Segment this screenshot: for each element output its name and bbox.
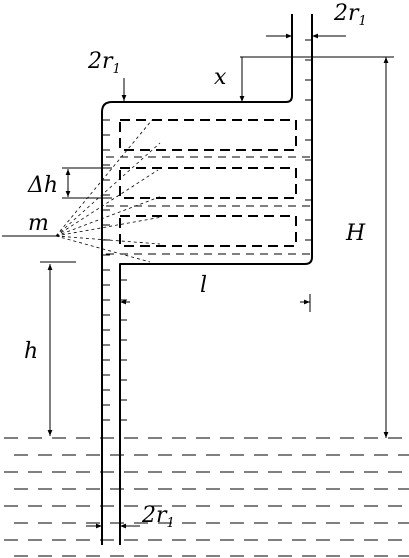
dimension-h bbox=[40, 261, 76, 436]
tube-scale-ticks bbox=[102, 39, 312, 421]
ray-fan bbox=[55, 119, 163, 263]
label-H: H bbox=[345, 221, 366, 246]
water-surface bbox=[4, 437, 409, 557]
channel-fill-lines bbox=[106, 156, 310, 255]
label-tube-bottom-width: 2r1 bbox=[141, 503, 175, 531]
label-m: m bbox=[28, 211, 49, 236]
dimension-delta-h bbox=[62, 167, 112, 199]
label-x: x bbox=[214, 65, 227, 90]
dimension-H bbox=[300, 56, 394, 438]
label-h: h bbox=[24, 339, 38, 364]
label-channel-width: 2r1 bbox=[87, 49, 121, 77]
dimension-l bbox=[120, 294, 311, 312]
label-l: l bbox=[200, 273, 207, 298]
label-tube-top-width: 2r1 bbox=[333, 1, 367, 29]
label-delta-h: Δh bbox=[27, 173, 58, 198]
channel-bands bbox=[119, 119, 297, 247]
dimension-x bbox=[239, 56, 300, 102]
vessel-outline bbox=[101, 14, 313, 545]
